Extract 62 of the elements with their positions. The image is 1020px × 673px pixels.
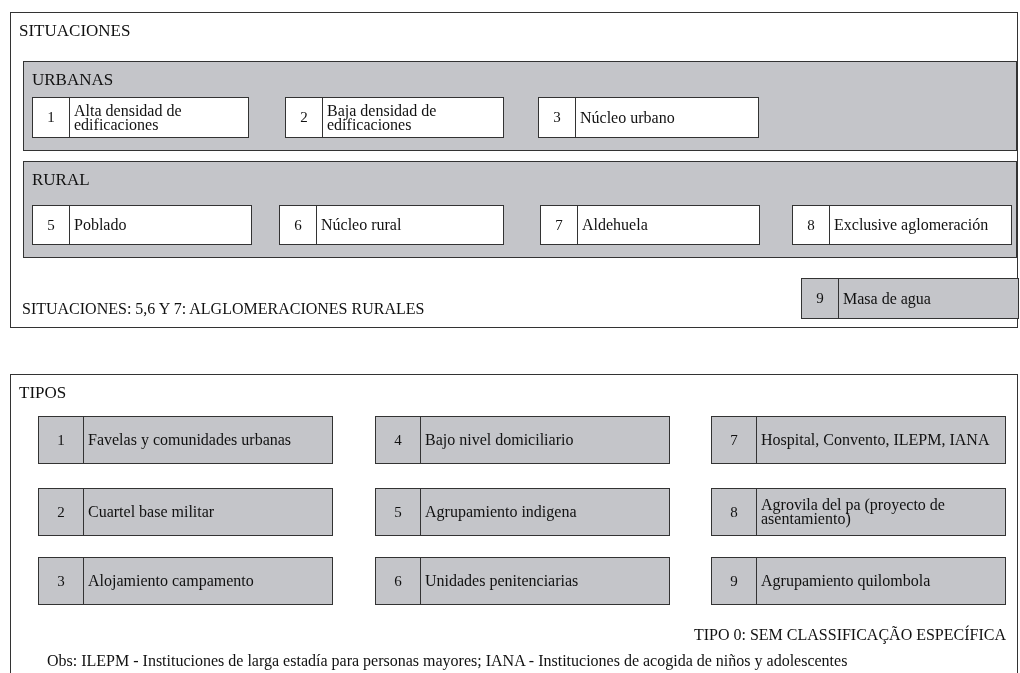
group-title: TIPOS [19, 383, 67, 403]
category-label: Alojamiento campamento [87, 571, 254, 592]
category-label: Masa de agua [842, 288, 931, 310]
item-number: 1 [39, 417, 84, 463]
item-number: 5 [376, 489, 421, 535]
item-number: 6 [280, 206, 317, 244]
footnote-text: Obs: ILEPM - Instituciones de larga estadía para personas mayores; IANA - Instituciones de acogida de niños y adolescentes [47, 652, 848, 670]
group-title: RURAL [32, 170, 90, 190]
category-box [279, 205, 504, 245]
item-number: 7 [712, 417, 757, 463]
category-label: Agrupamiento quilombola [760, 571, 931, 592]
item-number: 8 [793, 206, 830, 244]
note-text: SITUACIONES: 5,6 Y 7: ALGLOMERACIONES RURALES [22, 300, 425, 318]
category-label: Hospital, Convento, ILEPM, IANA [760, 430, 990, 451]
item-number: 9 [712, 558, 757, 604]
category-box [38, 557, 333, 605]
category-box [32, 97, 249, 138]
category-label: Baja densidad de edificaciones [326, 100, 438, 135]
group-title: SITUACIONES [19, 21, 131, 41]
category-label: Cuartel base militar [87, 502, 215, 522]
category-box [375, 488, 670, 536]
category-box [285, 97, 504, 138]
item-number: 3 [39, 558, 84, 604]
group-panel [23, 61, 1017, 151]
category-label: Alta densidad de edificaciones [73, 100, 183, 135]
group-panel [23, 161, 1017, 258]
category-box [375, 416, 670, 464]
category-box [711, 557, 1006, 605]
item-number: 5 [33, 206, 70, 244]
category-box [38, 416, 333, 464]
category-box [792, 205, 1012, 245]
category-box [538, 97, 759, 138]
category-label: Poblado [73, 215, 127, 235]
category-box [38, 488, 333, 536]
category-label: Agrovila del pa (proyecto de asentamiento) [760, 495, 946, 530]
item-number: 8 [712, 489, 757, 535]
item-number: 3 [539, 98, 576, 137]
item-number: 4 [376, 417, 421, 463]
category-box [801, 278, 1019, 319]
category-label: Unidades penitenciarias [424, 571, 579, 592]
item-number: 2 [39, 489, 84, 535]
category-label: Exclusive aglomeración [833, 215, 989, 236]
item-number: 9 [802, 279, 839, 318]
group-title: URBANAS [32, 70, 114, 90]
group-panel [10, 12, 1018, 328]
category-box [540, 205, 760, 245]
category-label: Núcleo rural [320, 215, 402, 235]
item-number: 6 [376, 558, 421, 604]
category-label: Favelas y comunidades urbanas [87, 430, 292, 451]
note-text: TIPO 0: SEM CLASSIFICAÇÃO ESPECÍFICA [693, 626, 1006, 644]
category-box [711, 416, 1006, 464]
item-number: 2 [286, 98, 323, 137]
category-label: Núcleo urbano [579, 107, 675, 128]
category-box [711, 488, 1006, 536]
group-panel [10, 374, 1018, 673]
item-number: 7 [541, 206, 578, 244]
category-label: Aldehuela [581, 215, 648, 235]
category-box [32, 205, 252, 245]
category-box [375, 557, 670, 605]
category-label: Agrupamiento indigena [424, 502, 577, 523]
category-label: Bajo nivel domiciliario [424, 430, 574, 451]
item-number: 1 [33, 98, 70, 137]
